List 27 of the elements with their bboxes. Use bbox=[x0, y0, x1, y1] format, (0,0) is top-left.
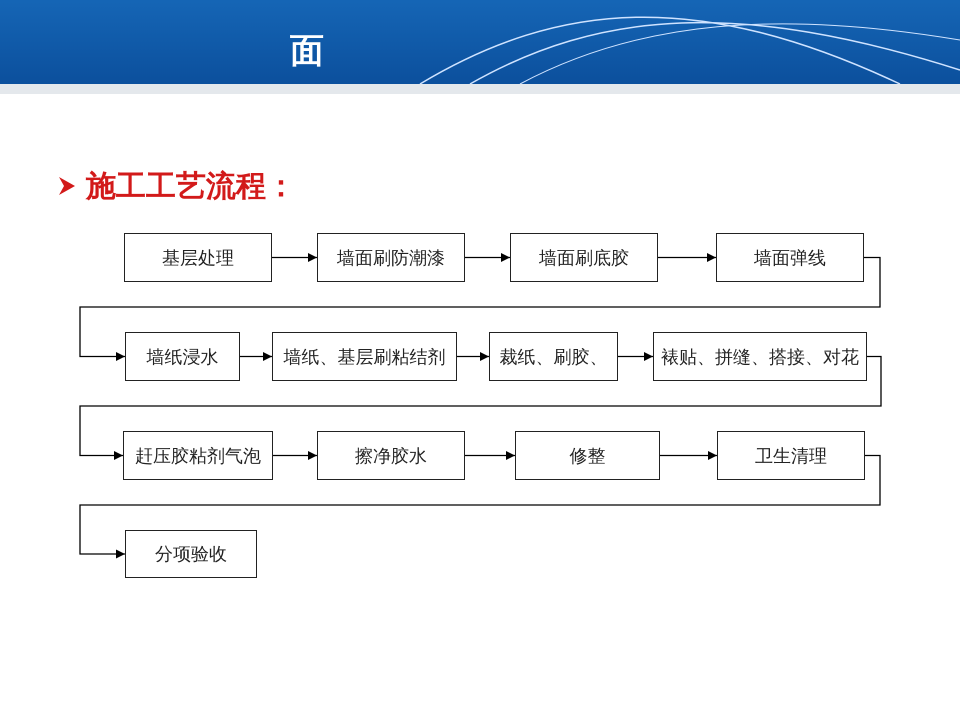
process-box: 基层处理 bbox=[124, 233, 272, 282]
process-box: 修整 bbox=[515, 431, 660, 480]
arrow bbox=[79, 256, 881, 361]
arrow bbox=[457, 352, 489, 361]
arrow bbox=[79, 356, 882, 460]
process-box: 裱贴、拼缝、搭接、对花 bbox=[653, 332, 867, 381]
arrow bbox=[658, 253, 716, 262]
process-box: 赶压胶粘剂气泡 bbox=[123, 431, 273, 480]
process-box: 裁纸、刷胶、 bbox=[489, 332, 618, 381]
header-title: 面 bbox=[290, 30, 324, 73]
arrow bbox=[660, 451, 717, 460]
process-box: 墙面刷防潮漆 bbox=[317, 233, 465, 282]
arrow bbox=[273, 451, 317, 460]
process-box: 卫生清理 bbox=[717, 431, 865, 480]
arrow bbox=[79, 454, 881, 558]
process-box: 擦净胶水 bbox=[317, 431, 465, 480]
process-box: 分项验收 bbox=[125, 530, 257, 578]
arrow bbox=[272, 253, 317, 262]
arrow bbox=[465, 451, 515, 460]
arrow bbox=[465, 253, 510, 262]
process-box: 墙面弹线 bbox=[716, 233, 864, 282]
process-box: 墙纸浸水 bbox=[125, 332, 240, 381]
arrow bbox=[240, 352, 272, 361]
section-heading: 施工工艺流程： bbox=[86, 168, 296, 206]
process-box: 墙面刷底胶 bbox=[510, 233, 658, 282]
arrow bbox=[618, 352, 653, 361]
process-box: 墙纸、基层刷粘结剂 bbox=[272, 332, 457, 381]
